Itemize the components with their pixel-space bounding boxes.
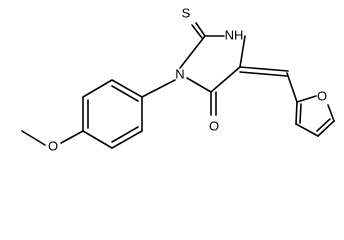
furan-oxygen-label: O	[317, 88, 327, 103]
exocyclic-bond-b	[239, 71, 288, 77]
aryl-oxygen-bond	[60, 130, 84, 144]
nitrogen-atom-label: N	[175, 66, 184, 81]
benzene-bond-5	[111, 130, 143, 149]
ring-bond-n-c2	[179, 35, 206, 69]
benzene-bond-1b	[111, 85, 139, 102]
thione-bond-b	[191, 24, 203, 39]
furan-bond-4	[327, 104, 335, 122]
bond-layer	[21, 22, 335, 149]
furan-bond-3b	[316, 118, 331, 132]
furan-bond-5	[296, 95, 317, 103]
furan-bond-1	[295, 101, 298, 125]
ring-bond-c5-n	[186, 77, 212, 93]
exocyclic-bond-a	[239, 66, 289, 72]
benzene-bond-5b	[111, 126, 139, 143]
molecule-canvas: S NH N O O O	[21, 5, 335, 153]
benzene-bond-4	[82, 130, 113, 149]
benzene-bond-2	[82, 79, 113, 98]
molecule-structure: S NH N O O O	[21, 5, 335, 153]
oxygen-methyl-bond	[21, 130, 46, 146]
ring-bond-nh-c4	[239, 35, 246, 68]
carbonyl-oxygen-label: O	[209, 118, 219, 133]
benzene-bond-1	[111, 79, 143, 98]
vinyl-furan-bond	[286, 72, 298, 103]
ring-bond-c4-c5	[210, 66, 241, 93]
methoxy-oxygen-label: O	[48, 138, 58, 153]
sulfur-atom-label: S	[182, 5, 191, 20]
atom-label-layer: S NH N O O O	[48, 5, 327, 153]
n-phenyl-bond	[141, 79, 176, 98]
nh-atom-label: NH	[225, 27, 244, 42]
furan-bond-1b	[299, 103, 302, 124]
furan-bond-3	[317, 120, 335, 137]
thione-bond-a	[195, 22, 206, 37]
furan-bond-2	[295, 123, 319, 137]
